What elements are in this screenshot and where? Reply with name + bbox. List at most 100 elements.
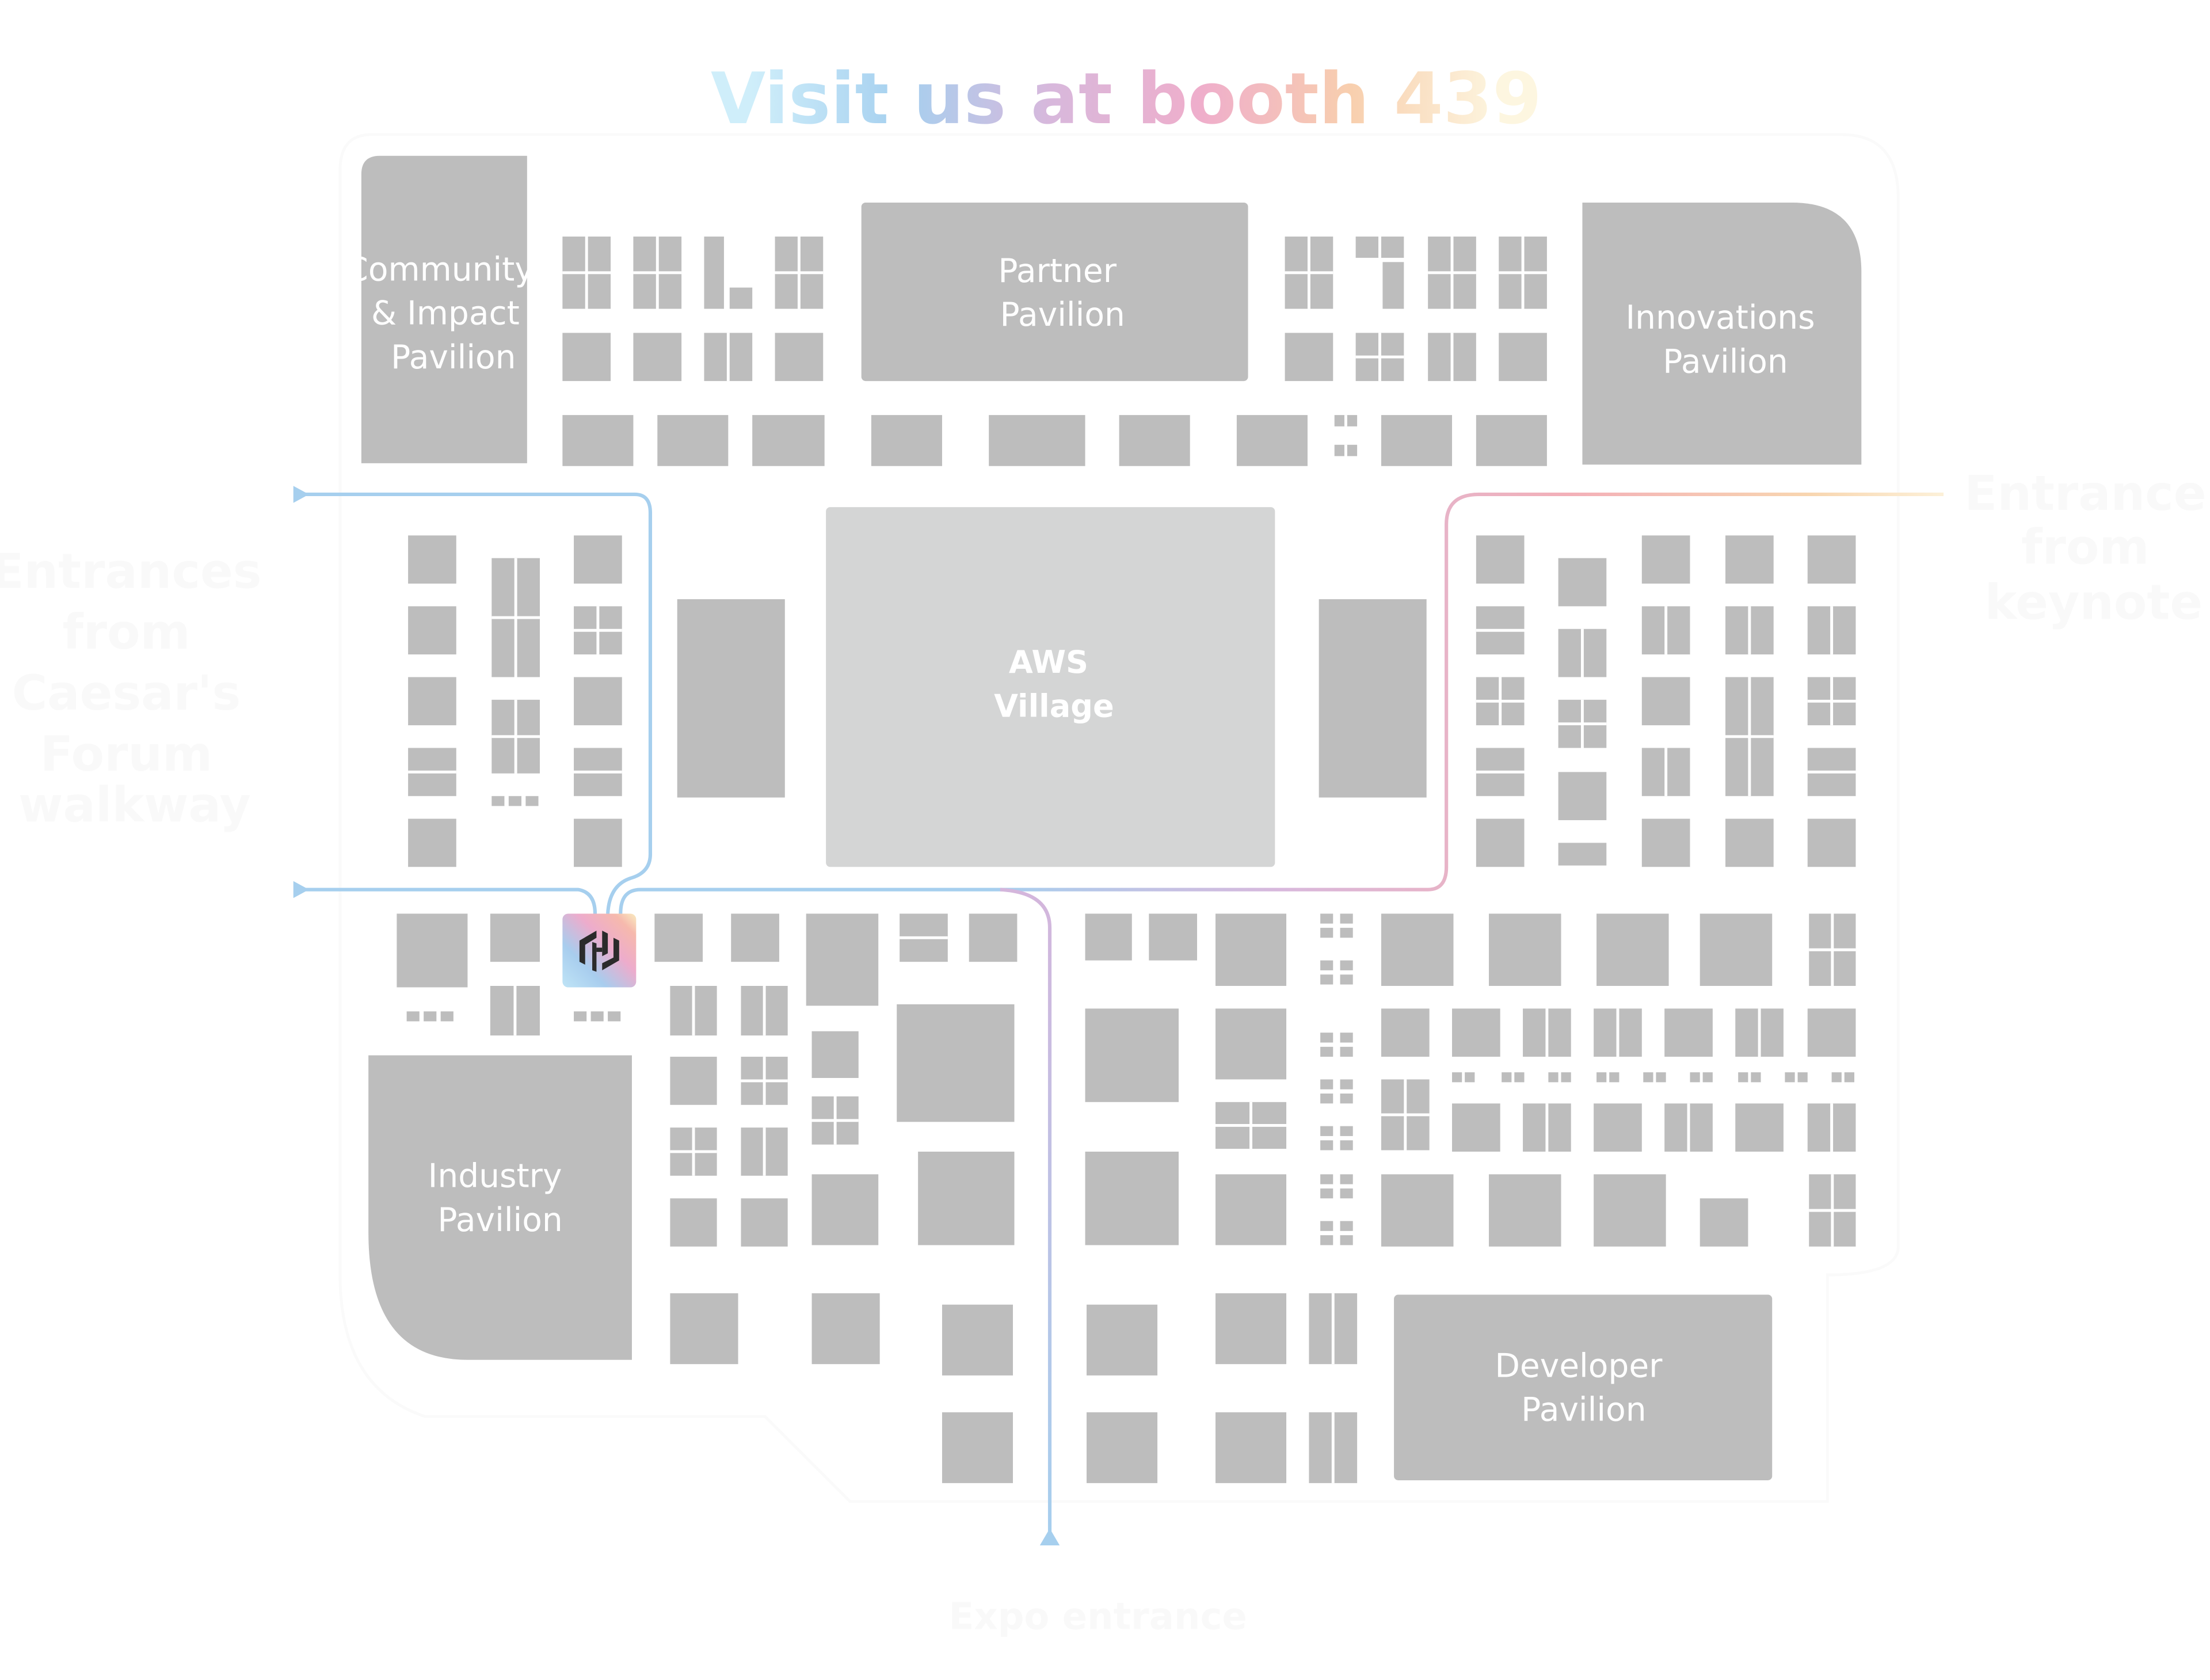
booth[interactable]: [654, 913, 703, 962]
booth[interactable]: [1340, 928, 1353, 938]
booth[interactable]: [775, 333, 824, 382]
booth[interactable]: [811, 1031, 859, 1078]
booth[interactable]: [1561, 1072, 1571, 1083]
booth[interactable]: [562, 333, 611, 382]
booth[interactable]: [1725, 535, 1774, 584]
innovations-pavilion[interactable]: [1582, 202, 1862, 465]
booth[interactable]: [1641, 677, 1690, 726]
booth[interactable]: [806, 913, 879, 1006]
hashicorp-booth-439[interactable]: [562, 913, 637, 988]
booth[interactable]: [408, 606, 456, 655]
booth[interactable]: [1451, 1008, 1500, 1057]
booth[interactable]: [1285, 333, 1333, 382]
booth[interactable]: [1476, 818, 1525, 867]
booth[interactable]: [1451, 1103, 1500, 1152]
booth[interactable]: [1320, 1126, 1333, 1136]
booth[interactable]: [1594, 1174, 1666, 1247]
booth[interactable]: [1320, 1174, 1333, 1184]
booth[interactable]: [1320, 1140, 1333, 1151]
booth[interactable]: [1382, 262, 1404, 309]
booth[interactable]: [1596, 1072, 1607, 1083]
booth[interactable]: [1320, 1079, 1333, 1089]
booth[interactable]: [1215, 1293, 1287, 1365]
booth[interactable]: [440, 1011, 454, 1022]
booth[interactable]: [871, 415, 942, 466]
booth[interactable]: [590, 1011, 604, 1022]
booth[interactable]: [1451, 1072, 1462, 1083]
booth[interactable]: [608, 1011, 621, 1022]
booth[interactable]: [1643, 1072, 1653, 1083]
booth[interactable]: [408, 535, 456, 584]
booth[interactable]: [1807, 1008, 1856, 1057]
booth[interactable]: [1320, 928, 1333, 938]
booth[interactable]: [1085, 1151, 1179, 1245]
booth[interactable]: [574, 818, 622, 867]
booth[interactable]: [1320, 1046, 1333, 1057]
booth[interactable]: [1320, 1033, 1333, 1043]
partner-pavilion[interactable]: [861, 202, 1248, 382]
booth[interactable]: [1340, 1079, 1353, 1089]
booth[interactable]: [1609, 1072, 1620, 1083]
booth[interactable]: [1594, 1103, 1642, 1152]
booth[interactable]: [1340, 913, 1353, 924]
booth[interactable]: [670, 1198, 717, 1247]
booth[interactable]: [1381, 913, 1454, 986]
booth[interactable]: [1087, 1412, 1158, 1483]
booth[interactable]: [574, 677, 622, 726]
booth[interactable]: [1514, 1072, 1525, 1083]
booth[interactable]: [1319, 599, 1427, 798]
booth[interactable]: [1340, 960, 1353, 970]
booth[interactable]: [562, 415, 634, 466]
booth[interactable]: [491, 796, 505, 806]
booth[interactable]: [1476, 535, 1525, 584]
booth[interactable]: [731, 913, 779, 962]
booth[interactable]: [1320, 974, 1333, 985]
booth[interactable]: [942, 1304, 1013, 1376]
booth[interactable]: [1641, 818, 1690, 867]
booth[interactable]: [677, 599, 785, 798]
booth[interactable]: [1320, 913, 1333, 924]
booth[interactable]: [408, 677, 456, 726]
booth[interactable]: [1807, 535, 1856, 584]
booth[interactable]: [1320, 1188, 1333, 1199]
booth[interactable]: [729, 287, 753, 309]
booth[interactable]: [1488, 1174, 1561, 1247]
booth[interactable]: [1340, 1188, 1353, 1199]
booth[interactable]: [1320, 1221, 1333, 1231]
booth[interactable]: [1664, 1008, 1713, 1057]
booth[interactable]: [1215, 1008, 1287, 1080]
booth[interactable]: [1476, 415, 1547, 466]
booth[interactable]: [1700, 1198, 1748, 1247]
booth[interactable]: [1340, 1094, 1353, 1104]
booth[interactable]: [1085, 913, 1132, 961]
booth[interactable]: [1725, 818, 1774, 867]
booth[interactable]: [508, 796, 521, 806]
booth[interactable]: [1844, 1072, 1854, 1083]
booth[interactable]: [1690, 1072, 1700, 1083]
booth[interactable]: [1215, 1412, 1287, 1483]
industry-pavilion[interactable]: [368, 1055, 632, 1360]
booth[interactable]: [1548, 1072, 1559, 1083]
booth[interactable]: [1807, 818, 1856, 867]
booth[interactable]: [1119, 415, 1190, 466]
booth[interactable]: [1596, 913, 1669, 986]
booth[interactable]: [1381, 1008, 1430, 1057]
booth[interactable]: [490, 913, 540, 962]
booth[interactable]: [1558, 843, 1607, 866]
community-impact-pavilion[interactable]: [361, 155, 527, 463]
booth[interactable]: [741, 1198, 788, 1247]
booth[interactable]: [1340, 1126, 1353, 1136]
booth[interactable]: [1320, 1094, 1333, 1104]
booth[interactable]: [942, 1412, 1013, 1483]
booth[interactable]: [525, 796, 539, 806]
booth[interactable]: [1320, 1235, 1333, 1245]
booth[interactable]: [989, 415, 1085, 466]
booth[interactable]: [1085, 1008, 1179, 1102]
booth[interactable]: [1797, 1072, 1808, 1083]
booth[interactable]: [397, 913, 468, 988]
booth[interactable]: [1502, 1072, 1512, 1083]
booth[interactable]: [1149, 913, 1197, 961]
booth[interactable]: [1320, 960, 1333, 970]
booth[interactable]: [1087, 1304, 1158, 1376]
booth[interactable]: [1831, 1072, 1842, 1083]
